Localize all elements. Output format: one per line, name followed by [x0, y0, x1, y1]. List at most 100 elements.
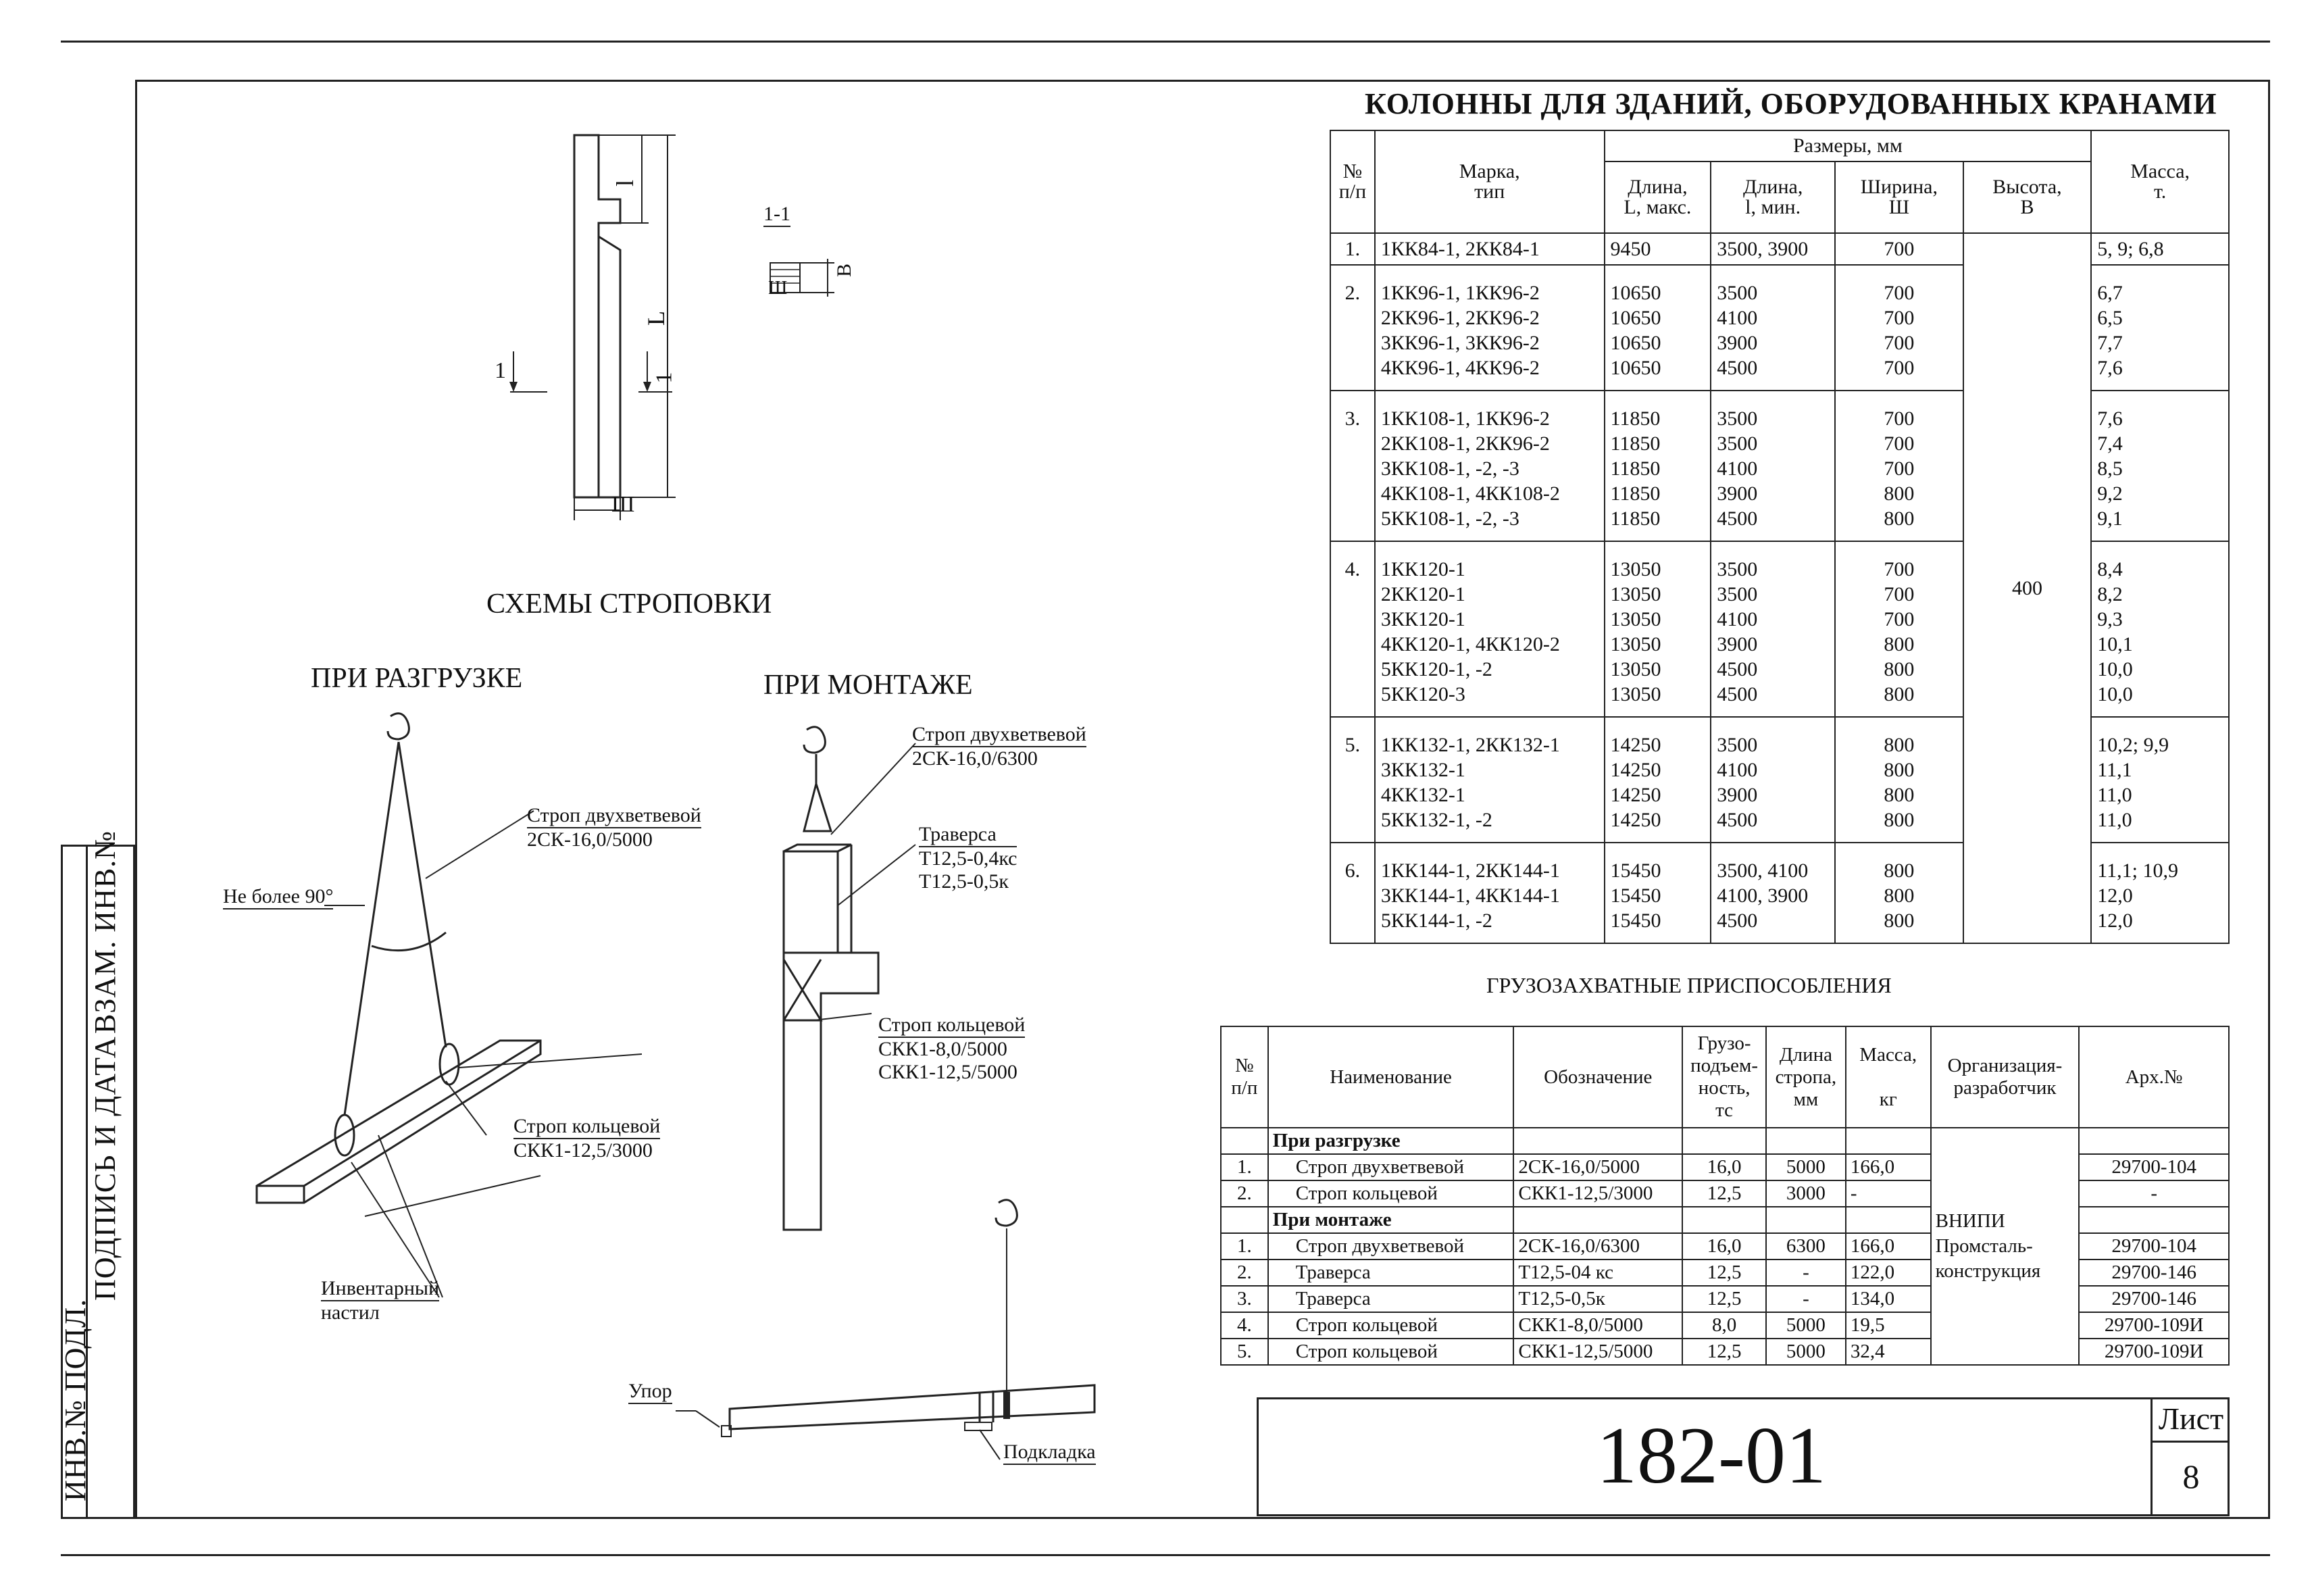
length-min-line: 3500 [1717, 558, 1758, 580]
section-empty [1844, 1206, 1932, 1234]
row-designation: 2СК-16,0/6300 [1513, 1232, 1684, 1260]
org-line: конструкция [1935, 1260, 2041, 1282]
beam-outline [255, 1039, 542, 1204]
section-empty [1513, 1206, 1684, 1234]
mass-line: 6,5 [2097, 307, 2123, 329]
col-header-sizes: Размеры, мм [1603, 130, 2092, 162]
mass-line: 11,0 [2097, 784, 2132, 806]
row-no: 1. [1220, 1232, 1269, 1260]
row-no: 4. [1220, 1312, 1269, 1339]
row-length-min: 3500, 3900 [1710, 232, 1836, 266]
width-line: 700 [1884, 357, 1915, 379]
width-line: 700 [1884, 282, 1915, 304]
row-capacity: 12,5 [1682, 1180, 1767, 1207]
width-line: 800 [1884, 683, 1915, 705]
length-min-line: 4500 [1717, 658, 1758, 680]
dim-b-label: В [833, 263, 856, 278]
length-min-line: 4500 [1717, 809, 1758, 831]
width-line: 700 [1884, 307, 1915, 329]
note-angle: Не более 90° [223, 885, 334, 909]
row-length: 3000 [1765, 1180, 1846, 1207]
length-max-line: 15450 [1610, 859, 1661, 882]
length-max-line: 13050 [1610, 633, 1661, 655]
mounting-title: ПРИ МОНТАЖЕ [763, 670, 973, 701]
length-max-line: 13050 [1610, 608, 1661, 630]
section-empty [1682, 1127, 1767, 1155]
length-min-line: 4100 [1717, 608, 1758, 630]
dim-l-label: l [611, 179, 639, 187]
mass-line: 10,2; 9,9 [2097, 734, 2169, 756]
section-title: При разгрузке [1267, 1127, 1515, 1155]
width-line: 700 [1884, 457, 1915, 480]
mass-line: 7,7 [2097, 332, 2123, 354]
length-max-line: 10650 [1610, 357, 1661, 379]
length-max-line: 11850 [1610, 432, 1661, 455]
section-empty [1682, 1206, 1767, 1234]
mark-line: 5КК108-1, -2, -3 [1380, 507, 1519, 530]
org-line: ВНИПИ [1935, 1210, 2005, 1232]
width-line: 700 [1884, 608, 1915, 630]
width-line: 800 [1884, 809, 1915, 831]
title-block: 182-01 Лист 8 [1257, 1397, 2230, 1516]
length-max-line: 13050 [1610, 558, 1661, 580]
mass-line: 8,5 [2097, 457, 2123, 480]
length-max-line: 9450 [1610, 238, 1651, 260]
length-min-line: 3900 [1717, 784, 1758, 806]
note-traverse: Траверса Т12,5-0,4кс Т12,5-0,5к [919, 823, 1017, 893]
row-capacity: 12,5 [1682, 1259, 1767, 1287]
length-min-line: 4500 [1717, 357, 1758, 379]
column-mount-outline [782, 951, 880, 1231]
sheet-label-box: Лист 8 [2150, 1397, 2230, 1516]
col-header-len-max: Длина,L, макс. [1603, 161, 1712, 234]
length-min-line: 3500 [1717, 282, 1758, 304]
section-no [1220, 1206, 1269, 1234]
width-line: 800 [1884, 784, 1915, 806]
length-max-line: 13050 [1610, 683, 1661, 705]
row-capacity: 12,5 [1682, 1338, 1767, 1366]
unloading-scheme-drawing [255, 712, 643, 1298]
stamp-replace-inv: ВЗАМ. ИНВ.№ [89, 830, 122, 1034]
mass-line: 9,2 [2097, 482, 2123, 505]
width-line: 700 [1884, 407, 1915, 430]
row-mass: 122,0 [1844, 1259, 1932, 1287]
length-max-line: 11850 [1610, 457, 1661, 480]
row-length: - [1765, 1259, 1846, 1287]
row-capacity: 12,5 [1682, 1285, 1767, 1313]
columns-table-title: КОЛОННЫ ДЛЯ ЗДАНИЙ, ОБОРУДОВАННЫХ КРАНАМ… [1365, 87, 2217, 120]
unloading-title: ПРИ РАЗГРУЗКЕ [311, 663, 523, 694]
row-arch: 29700-109И [2078, 1312, 2230, 1339]
length-min-line: 3900 [1717, 332, 1758, 354]
row-mass: - [1844, 1180, 1932, 1207]
row-name: Строп кольцевой [1267, 1180, 1515, 1207]
note-sling-ring-mount: Строп кольцевой СКК1-8,0/5000 СКК1-12,5/… [878, 1014, 1026, 1083]
width-line: 800 [1884, 859, 1915, 882]
section-empty [2078, 1127, 2230, 1155]
row-name: Траверса [1267, 1285, 1515, 1313]
cut-left-label: 1 [495, 358, 506, 383]
dim-width-label: Ш [611, 492, 635, 517]
length-max-line: 10650 [1610, 282, 1661, 304]
row-designation: 2СК-16,0/5000 [1513, 1153, 1684, 1181]
row-mass: 19,5 [1844, 1312, 1932, 1339]
mark-line: 2КК108-1, 2КК96-2 [1380, 432, 1550, 455]
width-line: 800 [1884, 759, 1915, 781]
section-title: При монтаже [1267, 1206, 1515, 1234]
mass-line: 10,0 [2097, 683, 2133, 705]
mass-line: 7,6 [2097, 357, 2123, 379]
